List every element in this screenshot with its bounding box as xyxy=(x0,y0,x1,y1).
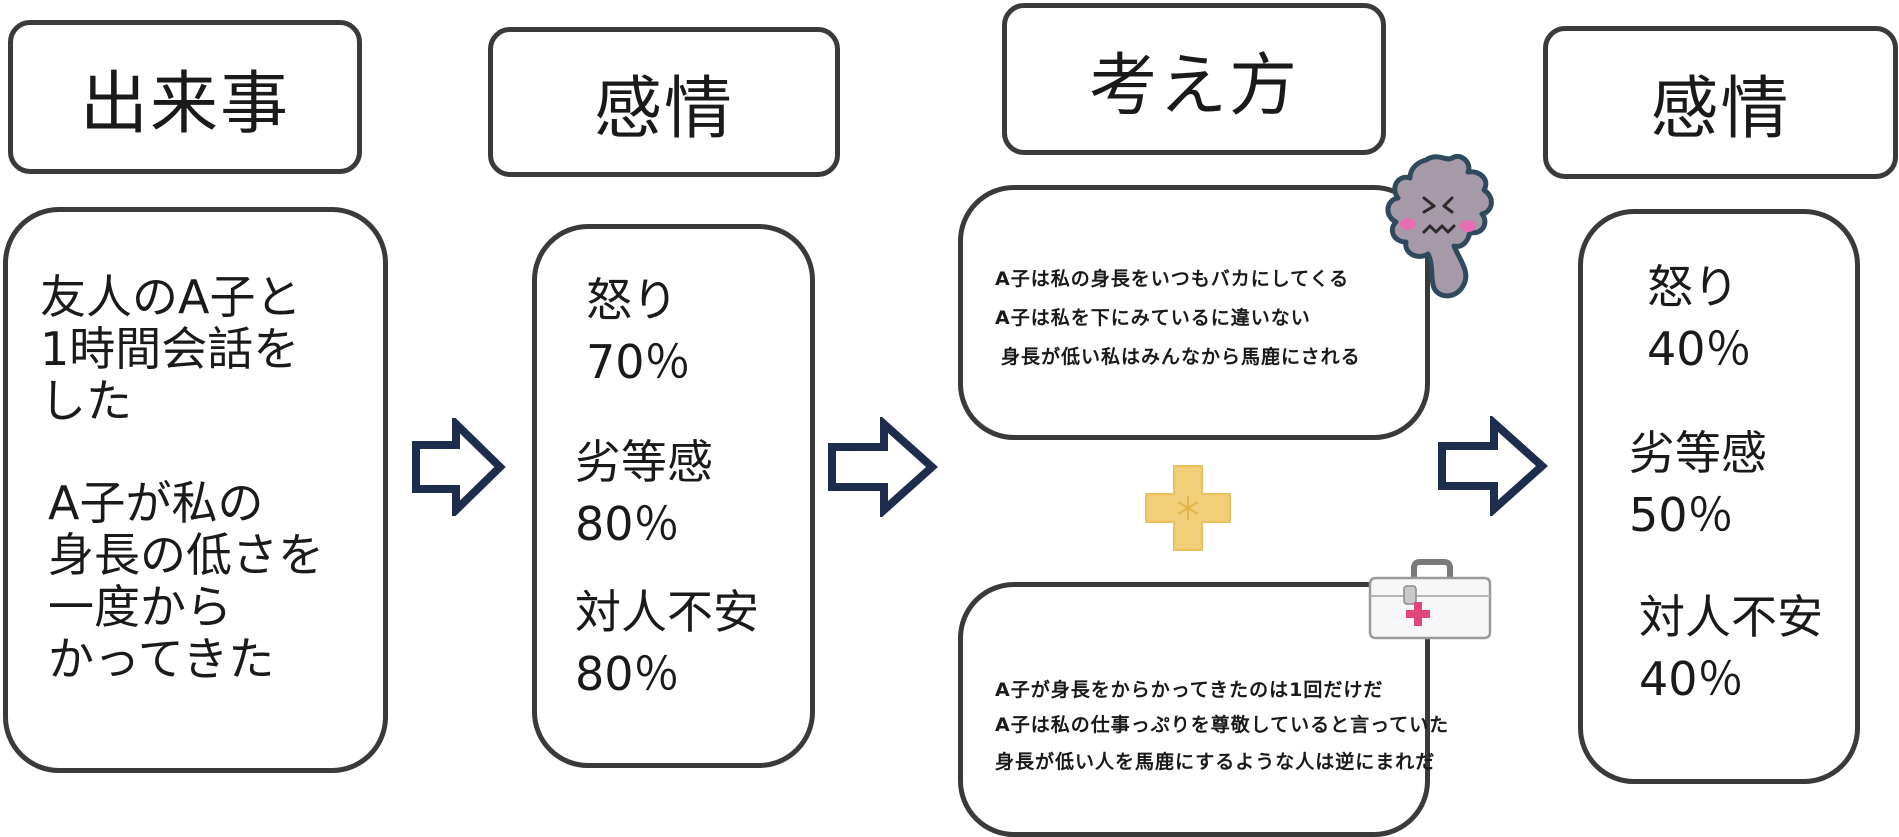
emotion-before-label-2: 劣等感 xyxy=(575,435,713,489)
event-line-3: した xyxy=(40,374,132,428)
header-event-label: 出来事 xyxy=(79,64,290,144)
header-thinking-label: 考え方 xyxy=(1088,46,1299,126)
plus-icon xyxy=(1145,465,1231,551)
negative-thought-panel: A子は私の身長をいつもバカにしてくる A子は私を下にみているに違いない 身長が低… xyxy=(958,185,1430,440)
emotion-before-panel: 怒り 70％ 劣等感 80％ 対人不安 80％ xyxy=(532,224,815,768)
event-line-6: 一度から xyxy=(48,580,232,634)
right-arrow-icon xyxy=(412,418,506,516)
header-emotion-before: 感情 xyxy=(488,27,840,177)
emotion-after-label-2: 劣等感 xyxy=(1629,426,1767,480)
right-arrow-icon xyxy=(1438,416,1548,516)
right-arrow-icon xyxy=(828,417,938,517)
emotion-after-label-3: 対人不安 xyxy=(1639,590,1823,644)
event-line-2: 1時間会話を xyxy=(40,322,300,376)
negative-thought-1: A子は私の身長をいつもバカにしてくる xyxy=(995,268,1350,290)
emotion-after-value-1: 40％ xyxy=(1647,322,1752,376)
emotion-after-panel: 怒り 40％ 劣等感 50％ 対人不安 40％ xyxy=(1578,209,1860,784)
event-line-5: 身長の低さを xyxy=(48,528,324,582)
emotion-after-value-2: 50％ xyxy=(1629,488,1734,542)
emotion-after-value-3: 40％ xyxy=(1639,652,1744,706)
event-line-4: A子が私の xyxy=(48,476,264,530)
emotion-before-label-1: 怒り xyxy=(586,273,678,327)
sad-germ-icon xyxy=(1385,154,1494,299)
emotion-before-value-2: 80％ xyxy=(575,497,680,551)
event-line-7: かってきた xyxy=(48,632,275,686)
balanced-thought-2: A子は私の仕事っぷりを尊敬していると言っていた xyxy=(995,714,1450,736)
header-emotion-before-label: 感情 xyxy=(593,69,734,149)
event-line-1: 友人のA子と xyxy=(40,270,302,324)
emotion-before-label-3: 対人不安 xyxy=(575,585,759,639)
balanced-thought-panel: A子が身長をからかってきたのは1回だけだ A子は私の仕事っぷりを尊敬していると言… xyxy=(958,582,1448,837)
header-thinking: 考え方 xyxy=(1002,3,1386,155)
first-aid-kit-icon xyxy=(1368,559,1492,640)
balanced-thought-3: 身長が低い人を馬鹿にするような人は逆にまれだ xyxy=(995,751,1436,773)
emotion-after-label-1: 怒り xyxy=(1647,260,1739,314)
balanced-thought-1: A子が身長をからかってきたのは1回だけだ xyxy=(995,679,1384,701)
negative-thought-2: A子は私を下にみているに違いない xyxy=(995,307,1311,329)
header-emotion-after: 感情 xyxy=(1543,26,1898,179)
emotion-before-value-1: 70％ xyxy=(586,335,691,389)
header-emotion-after-label: 感情 xyxy=(1650,70,1791,149)
header-event: 出来事 xyxy=(8,20,362,174)
event-panel: 友人のA子と 1時間会話を した A子が私の 身長の低さを 一度から かってきた xyxy=(3,207,388,773)
negative-thought-3: 身長が低い私はみんなから馬鹿にされる xyxy=(1001,346,1361,368)
emotion-before-value-3: 80％ xyxy=(575,647,680,701)
